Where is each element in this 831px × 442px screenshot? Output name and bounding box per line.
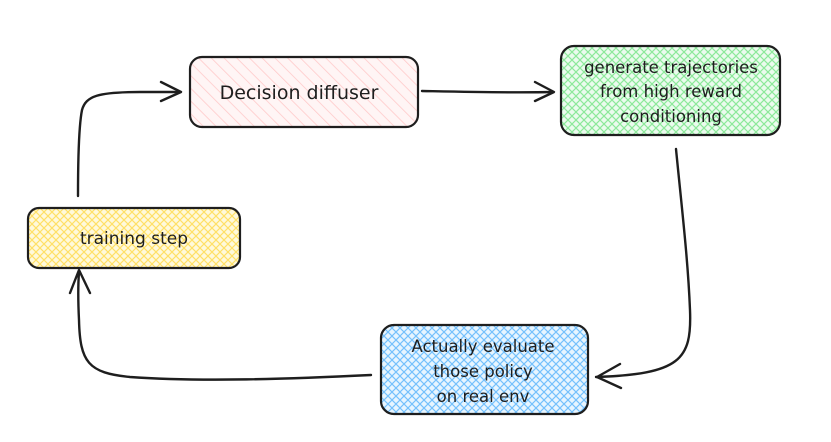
edge-generate-to-evaluate bbox=[594, 147, 692, 390]
node-generate-trajectories-border bbox=[559, 44, 782, 137]
node-evaluate-policy-line-3: on real env bbox=[437, 387, 530, 406]
node-generate-trajectories-line-1: generate trajectories bbox=[584, 58, 758, 77]
node-evaluate-policy-hatch bbox=[381, 325, 588, 414]
edge-diffuser-to-generate bbox=[420, 80, 556, 103]
node-generate-trajectories-line-2: from high reward bbox=[600, 82, 742, 101]
node-decision-diffuser-label: Decision diffuser bbox=[220, 82, 379, 104]
edge-training-to-diffuser bbox=[76, 80, 183, 198]
node-training-step-border bbox=[26, 206, 242, 270]
node-evaluate-policy-border bbox=[379, 323, 590, 416]
node-evaluate-policy: Actually evaluate those policy on real e… bbox=[379, 323, 590, 416]
node-evaluate-policy-line-1: Actually evaluate bbox=[411, 337, 554, 356]
node-generate-trajectories: generate trajectories from high reward c… bbox=[559, 44, 782, 137]
node-training-step-hatch bbox=[28, 208, 240, 268]
node-evaluate-policy-line-2: those policy bbox=[433, 362, 533, 381]
node-generate-trajectories-line-3: conditioning bbox=[620, 107, 722, 126]
node-training-step-label: training step bbox=[80, 229, 188, 249]
node-decision-diffuser-hatch bbox=[190, 57, 418, 127]
edge-evaluate-to-training bbox=[68, 268, 373, 381]
node-training-step: training step bbox=[26, 206, 242, 270]
node-decision-diffuser: Decision diffuser bbox=[188, 55, 420, 129]
node-decision-diffuser-border bbox=[188, 55, 420, 129]
node-generate-trajectories-hatch bbox=[561, 46, 780, 135]
